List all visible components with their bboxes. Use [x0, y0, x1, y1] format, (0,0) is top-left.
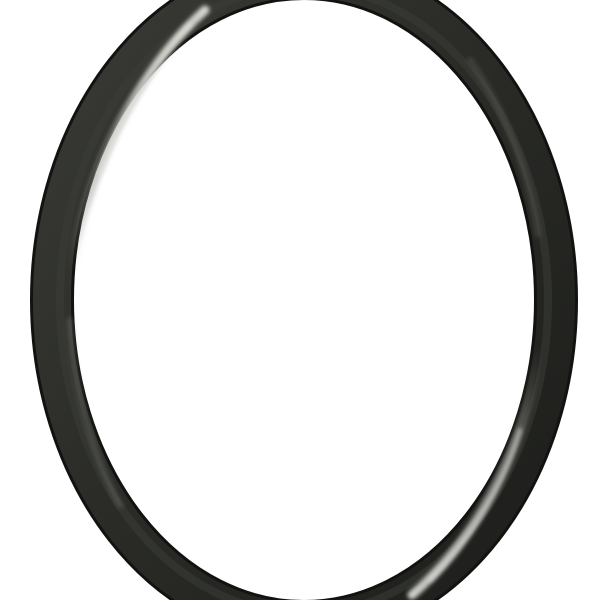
ring-sheen-lower-left: [67, 317, 123, 508]
ring-inner-tone: [56, 0, 552, 600]
ring-sheen-upper-right: [467, 57, 541, 238]
ring-highlight-left-core: [98, 23, 192, 177]
ring-body: [33, 0, 575, 600]
ring-highlight-right-core: [428, 428, 522, 582]
